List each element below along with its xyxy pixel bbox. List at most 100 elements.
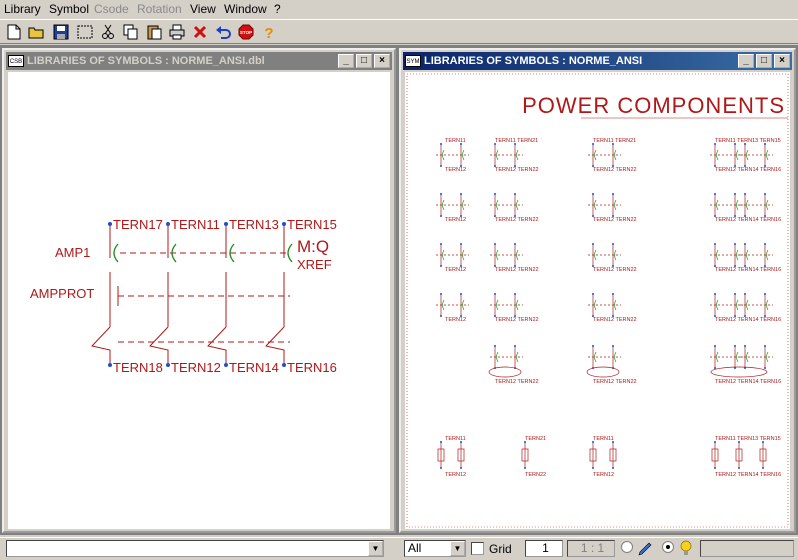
filter-select[interactable]: All ▼ (404, 540, 466, 557)
new-icon[interactable] (4, 22, 24, 42)
library-window[interactable]: SYM LIBRARIES OF SYMBOLS : NORME_ANSI _ … (399, 48, 796, 533)
close-button[interactable]: × (374, 54, 390, 68)
paste-icon[interactable] (144, 22, 164, 42)
menu-window[interactable]: Window (224, 2, 267, 16)
menu-code[interactable]: Csode (94, 2, 129, 16)
svg-text:TERN12: TERN12 (445, 217, 466, 223)
svg-text:STOP: STOP (240, 30, 252, 35)
svg-text:TERN12 TERN14 TERN16: TERN12 TERN14 TERN16 (715, 317, 781, 323)
menu-symbol[interactable]: Symbol (49, 2, 90, 16)
symbol-editor-titlebar[interactable]: CSB LIBRARIES OF SYMBOLS : NORME_ANSI.db… (6, 52, 392, 70)
svg-text:TERN12: TERN12 (593, 472, 614, 478)
xref-label: XREF (297, 257, 332, 272)
svg-text:TERN12 TERN14 TERN16: TERN12 TERN14 TERN16 (715, 167, 781, 173)
save-icon[interactable] (51, 22, 71, 42)
stop-icon[interactable]: STOP (236, 22, 256, 42)
close-button[interactable]: × (774, 54, 790, 68)
svg-text:TERN12: TERN12 (445, 267, 466, 273)
svg-text:TERN12 TERN22: TERN12 TERN22 (495, 217, 539, 223)
menu-view[interactable]: View (190, 2, 216, 16)
library-drawing: POWER COMPONENTS (406, 73, 789, 528)
window-icon: CSB (8, 55, 24, 67)
svg-text:TERN12: TERN12 (445, 167, 466, 173)
maximize-button[interactable]: □ (356, 54, 372, 68)
maximize-button[interactable]: □ (756, 54, 772, 68)
svg-text:TERN11 TERN13 TERN15: TERN11 TERN13 TERN15 (715, 436, 781, 442)
minimize-button[interactable]: _ (738, 54, 754, 68)
mode-radio-2[interactable] (662, 541, 674, 553)
status-panel (700, 540, 794, 557)
cut-icon[interactable] (98, 22, 118, 42)
ampprot-label: AMPPROT (30, 286, 94, 301)
term-bottom-3: TERN14 (229, 360, 279, 375)
mq-label: M:Q (297, 237, 329, 256)
bulb-icon[interactable] (679, 540, 693, 560)
mode-radio-1[interactable] (621, 541, 633, 553)
minimize-button[interactable]: _ (338, 54, 354, 68)
menu-library[interactable]: Library (4, 2, 41, 16)
term-top-1: TERN17 (113, 217, 163, 232)
svg-text:TERN12 TERN22: TERN12 TERN22 (495, 167, 539, 173)
window-icon: SYM (405, 55, 421, 67)
help-icon[interactable]: ? (259, 22, 279, 42)
grid-checkbox[interactable] (471, 542, 484, 555)
svg-text:TERN12: TERN12 (445, 317, 466, 323)
svg-text:TERN12 TERN22: TERN12 TERN22 (593, 267, 637, 273)
dropdown-arrow-icon[interactable]: ▼ (450, 541, 465, 556)
svg-text:?: ? (264, 25, 273, 40)
undo-icon[interactable] (213, 22, 233, 42)
library-canvas[interactable]: POWER COMPONENTS (405, 72, 790, 529)
window-title: LIBRARIES OF SYMBOLS : NORME_ANSI (424, 55, 643, 67)
grid-value-field[interactable]: 1 (525, 540, 563, 557)
symbol-editor-window[interactable]: CSB LIBRARIES OF SYMBOLS : NORME_ANSI.db… (2, 48, 396, 533)
zoom-ratio: 1 : 1 (567, 540, 615, 557)
svg-text:TERN12 TERN14 TERN16: TERN12 TERN14 TERN16 (715, 217, 781, 223)
filter-value: All (408, 541, 422, 555)
menu-rotation[interactable]: Rotation (137, 2, 182, 16)
svg-text:TERN12 TERN22: TERN12 TERN22 (593, 317, 637, 323)
svg-text:TERN11 TERN21: TERN11 TERN21 (495, 138, 538, 144)
library-heading: POWER COMPONENTS (522, 93, 785, 118)
svg-text:TERN11 TERN21: TERN11 TERN21 (593, 138, 636, 144)
grid-label: Grid (489, 542, 512, 556)
select-icon[interactable] (75, 22, 95, 42)
menu-help[interactable]: ? (274, 2, 281, 16)
svg-text:TERN12 TERN14 TERN16: TERN12 TERN14 TERN16 (715, 379, 781, 385)
pole-4 (265, 224, 285, 365)
toolbar: STOP ? (0, 19, 798, 44)
svg-text:TERN12 TERN22: TERN12 TERN22 (593, 379, 637, 385)
pen-icon[interactable] (637, 541, 653, 560)
library-titlebar[interactable]: SYM LIBRARIES OF SYMBOLS : NORME_ANSI _ … (403, 52, 792, 70)
delete-icon[interactable] (190, 22, 210, 42)
open-icon[interactable] (27, 22, 47, 42)
pole-2 (149, 224, 169, 365)
menu-bar: Library Symbol Csode Rotation View Windo… (0, 0, 798, 18)
term-top-2: TERN11 (171, 217, 220, 232)
command-combo[interactable]: ▼ (6, 540, 384, 557)
svg-text:TERN12 TERN22: TERN12 TERN22 (495, 379, 539, 385)
svg-text:TERN11: TERN11 (445, 138, 466, 144)
window-title: LIBRARIES OF SYMBOLS : NORME_ANSI.dbl (27, 55, 265, 67)
pole-3 (207, 224, 227, 365)
amp-label: AMP1 (55, 245, 90, 260)
svg-text:TERN12 TERN22: TERN12 TERN22 (593, 217, 637, 223)
svg-text:TERN11 TERN13 TERN15: TERN11 TERN13 TERN15 (715, 138, 781, 144)
svg-text:TERN12 TERN22: TERN12 TERN22 (593, 167, 637, 173)
pole-1 (91, 224, 111, 365)
term-bottom-1: TERN18 (113, 360, 163, 375)
copy-icon[interactable] (121, 22, 141, 42)
svg-text:TERN11: TERN11 (445, 436, 466, 442)
print-icon[interactable] (167, 22, 187, 42)
svg-text:TERN12 TERN22: TERN12 TERN22 (495, 267, 539, 273)
symbol-canvas[interactable]: TERN17 TERN11 TERN13 TERN15 TERN18 TERN1… (8, 72, 390, 529)
term-top-4: TERN15 (287, 217, 337, 232)
svg-text:TERN12 TERN22: TERN12 TERN22 (495, 317, 539, 323)
symbol-drawing: TERN17 TERN11 TERN13 TERN15 TERN18 TERN1… (30, 217, 337, 375)
term-bottom-2: TERN12 (171, 360, 221, 375)
mdi-workspace: CSB LIBRARIES OF SYMBOLS : NORME_ANSI.db… (0, 45, 798, 535)
svg-text:TERN21: TERN21 (525, 436, 546, 442)
term-top-3: TERN13 (229, 217, 279, 232)
dropdown-arrow-icon[interactable]: ▼ (368, 541, 383, 556)
term-bottom-4: TERN16 (287, 360, 337, 375)
svg-text:TERN12 TERN14 TERN16: TERN12 TERN14 TERN16 (715, 472, 781, 478)
